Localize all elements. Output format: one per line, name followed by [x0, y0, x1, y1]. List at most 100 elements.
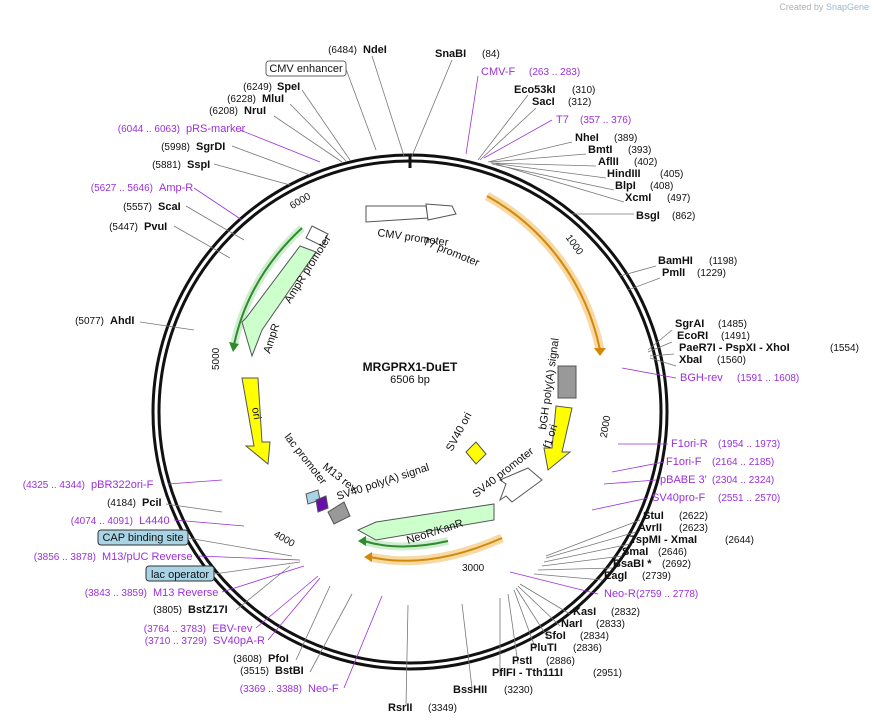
enzyme-bsabi: BsaBI *	[613, 558, 652, 570]
enzyme-eagi-pos: (2739)	[642, 571, 671, 582]
primer-pbabe-3: pBABE 3'	[660, 474, 707, 486]
enzyme-pvui: PvuI	[144, 221, 167, 233]
enzyme-avrii-pos: (2623)	[679, 523, 708, 534]
enzyme-nrui: NruI	[244, 105, 266, 117]
primer-m13-reverse: M13 Reverse	[153, 587, 218, 599]
enzyme-pvui-pos: (5447)	[109, 222, 138, 233]
enzyme-nari: NarI	[561, 618, 582, 630]
enzyme-bmti: BmtI	[588, 144, 612, 156]
sv40-ori-box	[465, 441, 487, 465]
enzyme-ecori-pos: (1491)	[721, 331, 750, 342]
sv40-promoter-arrow	[498, 467, 543, 503]
label-sv40-ori: SV40 ori	[444, 411, 474, 454]
enzyme-sgrdi: SgrDI	[196, 141, 225, 153]
enzyme-mlui-pos: (6228)	[227, 94, 256, 105]
enzyme-sspi: SspI	[187, 159, 210, 171]
primer-l4440-range: (4074 .. 4091)	[71, 516, 133, 527]
enzyme-pflfi-tth111i: PflFI - Tth111I	[492, 667, 563, 679]
primer-ebv-rev-range: (3764 .. 3783)	[144, 624, 206, 635]
right-primer-labels: CMV-F (263 .. 283) T7 (357 .. 376) BGH-r…	[481, 66, 799, 600]
primer-f1ori-f: F1ori-F	[666, 456, 702, 468]
cmv-promoter-arrow	[365, 205, 429, 223]
primer-f1ori-f-range: (2164 .. 2185)	[712, 457, 774, 468]
enzyme-saci: SacI	[532, 96, 555, 108]
enzyme-paer7i-pspxi-xhoi: PaeR7I - PspXI - XhoI	[679, 342, 790, 354]
primer-neo-r: Neo-R	[604, 588, 636, 600]
left-enzyme-labels: (6484) NdeI (6249) SpeI (6228) MluI (620…	[75, 44, 387, 677]
enzyme-ahdi: AhdI	[110, 315, 134, 327]
enzyme-stui-pos: (2622)	[679, 511, 708, 522]
enzyme-psti: PstI	[512, 655, 532, 667]
enzyme-xcmi: XcmI	[625, 192, 651, 204]
enzyme-eagi: EagI	[604, 570, 627, 582]
enzyme-bamhi: BamHI	[658, 255, 693, 267]
cmv-enhancer-box	[265, 60, 347, 77]
enzyme-pcii: PciI	[142, 497, 162, 509]
enzyme-bsgi-pos: (862)	[672, 211, 695, 222]
primer-sv40pa-r: SV40pA-R	[213, 635, 265, 647]
primer-prs-marker: pRS-marker	[186, 123, 246, 135]
right-leaders	[405, 59, 677, 707]
enzyme-paer7i-pspxi-xhoi-pos: (1554)	[830, 343, 859, 354]
neor-orange-arc	[369, 537, 503, 562]
enzyme-pfoi: PfoI	[268, 653, 289, 665]
enzyme-tspmi-xmai: TspMI - XmaI	[630, 534, 697, 546]
cmv-enhancer-label: CMV enhancer	[269, 63, 343, 75]
enzyme-saci-pos: (312)	[568, 97, 591, 108]
enzyme-snabi-pos: (84)	[482, 49, 500, 60]
primer-sv40pro-f: SV40pro-F	[652, 492, 705, 504]
enzyme-eco53ki-pos: (310)	[572, 85, 595, 96]
enzyme-sfoi-pos: (2834)	[580, 631, 609, 642]
enzyme-bsgi: BsgI	[636, 210, 660, 222]
enzyme-sspi-pos: (5881)	[152, 160, 181, 171]
enzyme-bstz17i-pos: (3805)	[153, 605, 182, 616]
right-enzyme-labels: SnaBI (84) Eco53kI (310) SacI (312) NheI…	[388, 48, 859, 714]
primer-neo-f: Neo-F	[308, 683, 339, 695]
primer-f1ori-r: F1ori-R	[671, 438, 708, 450]
enzyme-ndei: NdeI	[363, 44, 387, 56]
primer-bgh-rev: BGH-rev	[680, 372, 723, 384]
primer-cmv-f-range: (263 .. 283)	[529, 67, 580, 78]
ampr-promoter-box	[305, 225, 329, 247]
enzyme-sgrai: SgrAI	[675, 318, 704, 330]
primer-f1ori-r-range: (1954 .. 1973)	[718, 439, 780, 450]
primer-ebv-rev: EBV-rev	[212, 623, 253, 635]
enzyme-pmli: PmlI	[662, 267, 685, 279]
enzyme-kasi-pos: (2832)	[611, 607, 640, 618]
primer-leaders	[167, 75, 677, 689]
f1-ori-arrow	[543, 405, 573, 471]
primer-t7-range: (357 .. 376)	[580, 115, 631, 126]
primer-pbr322ori-f-range: (4325 .. 4344)	[23, 480, 85, 491]
cap-binding-box	[97, 529, 189, 546]
credit-prefix: Created by	[779, 2, 824, 12]
enzyme-blpi-pos: (408)	[650, 181, 673, 192]
enzyme-bstbi-pos: (3515)	[240, 666, 269, 677]
left-leaders	[139, 55, 405, 673]
enzyme-pluti: PluTI	[530, 642, 557, 654]
enzyme-tspmi-xmai-pos: (2644)	[725, 535, 754, 546]
lac-operator-box	[145, 565, 215, 582]
label-ori: ori	[249, 406, 263, 420]
enzyme-aflii: AflII	[598, 156, 619, 168]
primer-t7: T7	[556, 114, 569, 126]
cds-orange-arrowhead	[594, 348, 606, 356]
tick-6000: 6000	[288, 191, 313, 212]
enzyme-sgrai-pos: (1485)	[718, 319, 747, 330]
lac-operator-label: lac operator	[151, 569, 209, 581]
primer-pbr322ori-f: pBR322ori-F	[91, 479, 154, 491]
primer-l4440: L4440	[139, 515, 170, 527]
neor-orange-arrowhead	[364, 552, 372, 562]
bgh-polya-box	[557, 365, 577, 399]
cap-binding-label: CAP binding site	[102, 532, 183, 544]
enzyme-bamhi-pos: (1198)	[709, 256, 737, 267]
snapgene-credit: Created by SnapGene	[779, 2, 869, 12]
enzyme-nhei: NheI	[575, 132, 599, 144]
enzyme-pfoi-pos: (3608)	[233, 654, 262, 665]
enzyme-bsabi-pos: (2692)	[662, 559, 691, 570]
primer-sv40pro-f-range: (2551 .. 2570)	[718, 493, 780, 504]
left-primer-labels: (6044 .. 6063) pRS-marker (5627 .. 5646)…	[23, 123, 339, 695]
enzyme-nari-pos: (2833)	[596, 619, 625, 630]
primer-amp-r: Amp-R	[159, 182, 193, 194]
enzyme-nrui-pos: (6208)	[209, 106, 238, 117]
primer-pbabe-3-range: (2304 .. 2324)	[712, 475, 774, 486]
